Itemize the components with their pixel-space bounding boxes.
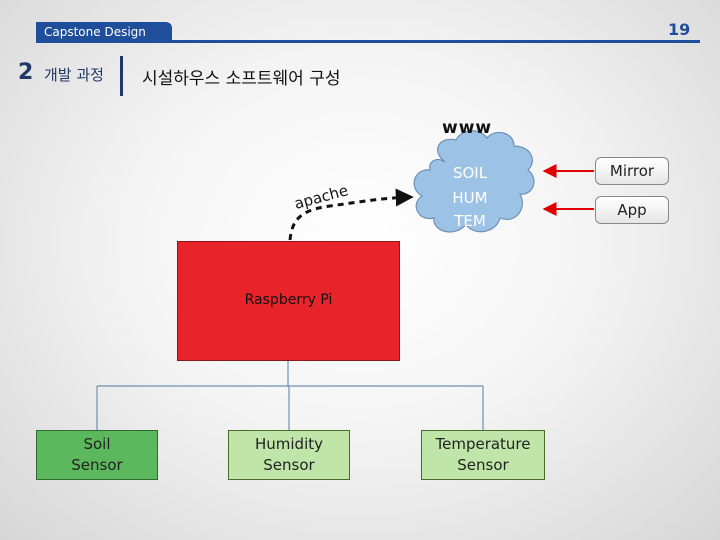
soil-sensor-box: Soil Sensor bbox=[36, 430, 158, 480]
cloud-shape bbox=[413, 130, 535, 233]
sensor-connectors bbox=[96, 361, 484, 430]
soil-sensor-line1: Soil bbox=[83, 435, 111, 453]
raspberry-pi-box bbox=[177, 241, 400, 361]
section-number: 2 bbox=[18, 60, 34, 85]
slide-title: 시설하우스 소프트웨어 구성 bbox=[142, 69, 341, 89]
header-bar bbox=[36, 40, 700, 43]
section-name: 개발 과정 bbox=[44, 66, 104, 84]
cloud-tem-label: TEM bbox=[454, 212, 486, 230]
humidity-sensor-box: Humidity Sensor bbox=[228, 430, 350, 480]
soil-sensor-line2: Sensor bbox=[71, 456, 123, 474]
temperature-sensor-box: Temperature Sensor bbox=[421, 430, 545, 480]
cloud-hum-label: HUM bbox=[452, 189, 488, 207]
mirror-box: Mirror bbox=[595, 157, 669, 185]
course-tab: Capstone Design bbox=[36, 22, 172, 43]
humidity-sensor-line1: Humidity bbox=[254, 435, 323, 453]
app-box: App bbox=[595, 196, 669, 224]
cloud-soil-label: SOIL bbox=[452, 164, 488, 182]
www-label: www bbox=[442, 118, 493, 138]
title-divider bbox=[120, 56, 123, 96]
page-number: 19 bbox=[668, 20, 691, 39]
temperature-sensor-line2: Sensor bbox=[457, 456, 509, 474]
raspberry-pi-label: Raspberry Pi bbox=[244, 292, 333, 308]
humidity-sensor-line2: Sensor bbox=[263, 456, 315, 474]
apache-arrow bbox=[288, 188, 414, 241]
temperature-sensor-line1: Temperature bbox=[435, 435, 531, 453]
